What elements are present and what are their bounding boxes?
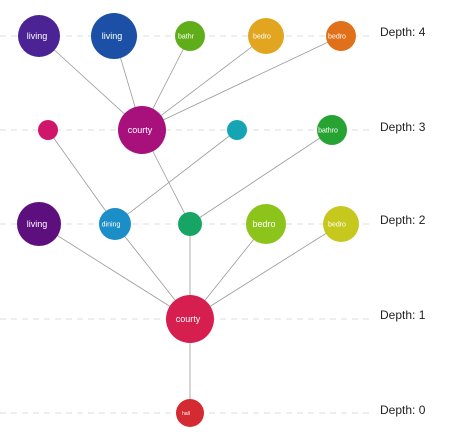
node-label-d4-living-a: living bbox=[27, 31, 48, 41]
node-circle-d4-living-b[interactable] bbox=[91, 13, 137, 59]
node-d4-living-a[interactable]: living bbox=[18, 15, 60, 57]
node-circle-d4-bathroom[interactable] bbox=[175, 21, 205, 51]
node-d0-hall[interactable]: hall bbox=[176, 399, 204, 427]
node-d2-bedroom-b[interactable]: bedro bbox=[323, 206, 359, 242]
node-d2-bedroom-a[interactable]: bedro bbox=[246, 204, 286, 244]
node-label-d1-courtyard: courty bbox=[176, 314, 201, 324]
node-label-d2-living: living bbox=[27, 219, 48, 229]
node-label-d2-bedroom-a: bedro bbox=[252, 219, 275, 229]
node-label-d4-bathroom: bathr bbox=[178, 33, 195, 40]
node-circle-d1-courtyard[interactable] bbox=[166, 295, 214, 343]
depth-label-1: Depth: 1 bbox=[380, 308, 426, 322]
node-circle-d3-small-b[interactable] bbox=[227, 120, 247, 140]
node-circle-d3-small-a[interactable] bbox=[38, 120, 58, 140]
node-d3-courtyard[interactable]: courty bbox=[118, 106, 166, 154]
depth-labels: Depth: 4 Depth: 3 Depth: 2 Depth: 1 Dept… bbox=[380, 25, 426, 417]
nodes: hall courty living dining bedro bedro courty ba… bbox=[17, 13, 359, 427]
node-label-d2-dining: dining bbox=[102, 221, 121, 228]
node-circle-d3-bathroom[interactable] bbox=[317, 115, 347, 145]
node-circle-d0-hall[interactable] bbox=[176, 399, 204, 427]
node-d2-living[interactable]: living bbox=[17, 202, 61, 246]
node-d3-small-b[interactable] bbox=[227, 120, 247, 140]
depth-label-4: Depth: 4 bbox=[380, 25, 426, 39]
node-circle-d4-living-a[interactable] bbox=[18, 15, 60, 57]
node-label-d4-bedroom: bedro bbox=[253, 33, 271, 40]
edge-d2-dining-d3-small-b bbox=[114, 129, 238, 225]
node-label-d4-small: bedro bbox=[328, 33, 346, 40]
edge-d3-courtyard-d4-bedroom bbox=[141, 35, 267, 131]
node-label-d2-bedroom-b: bedro bbox=[328, 221, 346, 228]
node-d4-small[interactable]: bedro bbox=[326, 21, 356, 51]
node-d1-courtyard[interactable]: courty bbox=[166, 295, 214, 343]
node-circle-d2-bedroom-a[interactable] bbox=[246, 204, 286, 244]
depth-label-2: Depth: 2 bbox=[380, 213, 426, 227]
node-d3-bathroom[interactable]: bathro bbox=[317, 115, 347, 145]
depth-guides bbox=[0, 35, 372, 414]
node-d4-living-b[interactable]: living bbox=[91, 13, 137, 59]
edge-d2-small-d3-bathroom bbox=[189, 129, 333, 225]
node-d2-small[interactable] bbox=[178, 212, 202, 236]
edge-d1-courtyard-d2-bedroom-b bbox=[189, 223, 342, 320]
depth-label-0: Depth: 0 bbox=[380, 403, 426, 417]
node-label-d3-bathroom: bathro bbox=[318, 127, 338, 134]
edge-d2-dining-d3-small-a bbox=[47, 129, 116, 225]
node-circle-d4-bedroom[interactable] bbox=[248, 18, 284, 54]
node-circle-d4-small[interactable] bbox=[326, 21, 356, 51]
node-circle-d3-courtyard[interactable] bbox=[118, 106, 166, 154]
node-circle-d2-dining[interactable] bbox=[99, 208, 131, 240]
node-label-d3-courtyard: courty bbox=[128, 125, 153, 135]
node-circle-d2-living[interactable] bbox=[17, 202, 61, 246]
node-d4-bathroom[interactable]: bathr bbox=[175, 21, 205, 51]
depth-label-3: Depth: 3 bbox=[380, 120, 426, 134]
node-d4-bedroom[interactable]: bedro bbox=[248, 18, 284, 54]
node-circle-d2-small[interactable] bbox=[178, 212, 202, 236]
edge-d3-courtyard-d4-small bbox=[141, 35, 342, 131]
node-label-d0-hall: hall bbox=[182, 411, 190, 417]
node-d3-small-a[interactable] bbox=[38, 120, 58, 140]
node-d2-dining[interactable]: dining bbox=[99, 208, 131, 240]
node-label-d4-living-b: living bbox=[102, 31, 123, 41]
node-circle-d2-bedroom-b[interactable] bbox=[323, 206, 359, 242]
edge-d1-courtyard-d2-living bbox=[38, 223, 191, 320]
